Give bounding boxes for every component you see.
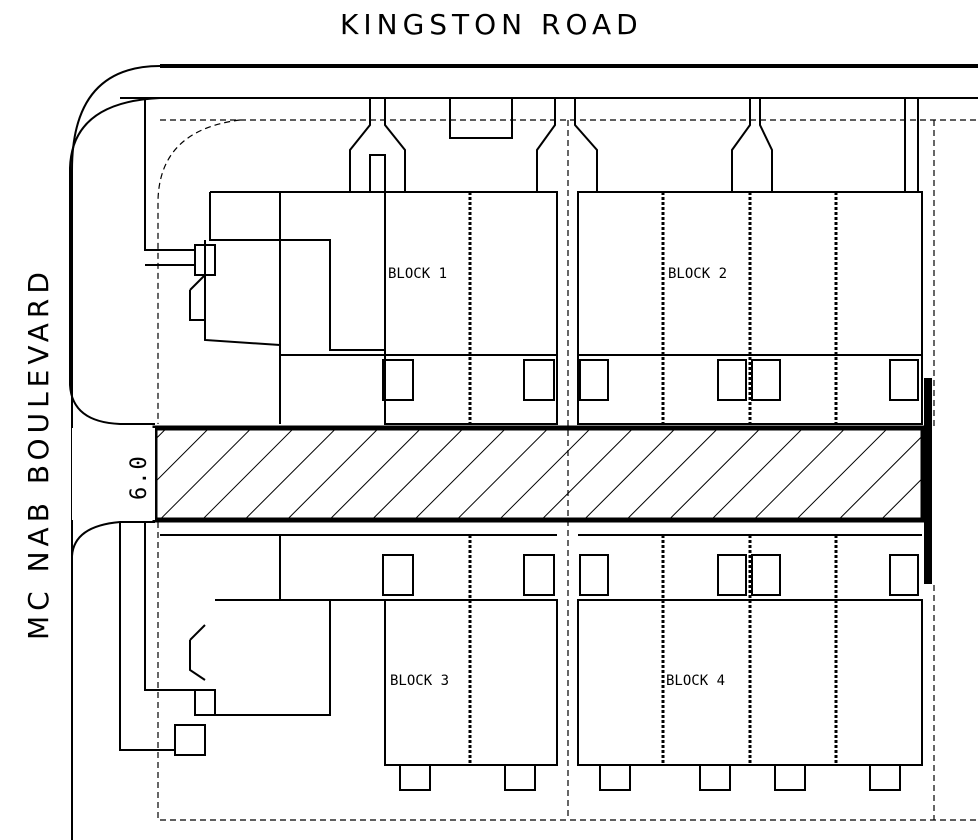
front-yards	[144, 97, 919, 266]
block-3	[119, 522, 558, 791]
central-lane: 6.0	[72, 378, 932, 584]
kingston-road-label: KINGSTON ROAD	[340, 8, 643, 41]
block-1	[189, 191, 558, 425]
mcnab-boulevard-label: MC NAB BOULEVARD	[22, 267, 55, 640]
block-4	[577, 534, 923, 791]
block-3-label: BLOCK 3	[390, 673, 449, 689]
block-1-label: BLOCK 1	[388, 266, 447, 282]
block-2	[577, 191, 923, 425]
lane-width-dimension: 6.0	[127, 454, 152, 500]
block-4-label: BLOCK 4	[666, 673, 725, 689]
block-2-label: BLOCK 2	[668, 266, 727, 282]
